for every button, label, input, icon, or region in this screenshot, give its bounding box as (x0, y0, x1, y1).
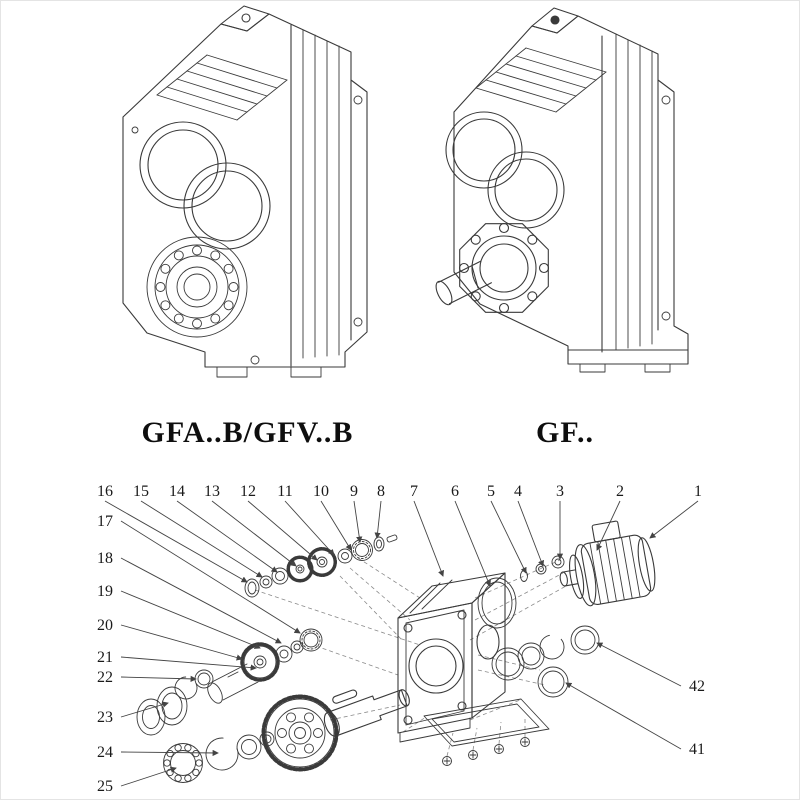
gf-side-ribs (615, 33, 671, 351)
output-bearing-parts (163, 731, 275, 783)
part-number-18: 18 (97, 550, 113, 567)
gearbox-gf-drawing (435, 7, 689, 373)
leader-lines (104, 500, 699, 787)
model-label-gfab: GFA..B/GFV..B (141, 416, 354, 449)
part-number-24: 24 (97, 744, 113, 761)
part-number-21: 21 (97, 649, 113, 666)
model-label-gf: GF.. (536, 416, 594, 449)
part-number-41: 41 (689, 741, 705, 758)
gf-output-shaft (435, 260, 492, 306)
gearbox-housing-part (397, 572, 506, 743)
part-number-23: 23 (97, 709, 113, 726)
input-shaft-assembly-parts (244, 534, 398, 598)
gfab-output-bearing (146, 236, 248, 338)
part-number-labels: 16 15 14 13 12 11 10 9 8 7 6 5 4 3 2 1 1… (97, 483, 705, 795)
gf-bores (445, 111, 565, 229)
bottom-cover-plate-part (423, 698, 550, 747)
part-number-5: 5 (487, 483, 495, 500)
part-number-20: 20 (97, 617, 113, 634)
shaft-seal-parts (136, 686, 188, 736)
bearing-ring-parts (477, 577, 600, 698)
gf-cooling-fins (475, 47, 607, 113)
gf-body-outline (453, 7, 689, 365)
gearbox-gfab-drawing (122, 5, 368, 378)
gf-base (567, 349, 689, 373)
alignment-dashed-lines (254, 557, 567, 757)
motor-part (559, 520, 656, 607)
part-number-16: 16 (97, 483, 113, 500)
part-number-14: 14 (169, 483, 185, 500)
part-number-9: 9 (350, 483, 358, 500)
part-number-6: 6 (451, 483, 459, 500)
part-number-3: 3 (556, 483, 564, 500)
part-number-15: 15 (133, 483, 149, 500)
part-number-17: 17 (97, 513, 113, 530)
exploded-parts-diagram: 16 15 14 13 12 11 10 9 8 7 6 5 4 3 2 1 1… (97, 483, 705, 795)
part-number-10: 10 (313, 483, 329, 500)
part-number-2: 2 (616, 483, 624, 500)
part-number-42: 42 (689, 678, 705, 695)
gfab-bores (139, 121, 271, 250)
part-number-25: 25 (97, 778, 113, 795)
part-number-11: 11 (277, 483, 292, 500)
part-number-1: 1 (694, 483, 702, 500)
coupling-parts (520, 555, 565, 582)
part-number-8: 8 (377, 483, 385, 500)
part-number-7: 7 (410, 483, 418, 500)
gfab-side-ribs (131, 29, 363, 365)
gfab-body-outline (122, 5, 368, 368)
part-number-19: 19 (97, 583, 113, 600)
part-number-12: 12 (240, 483, 256, 500)
output-shaft-part (323, 689, 410, 737)
gfab-cooling-fins (156, 54, 288, 121)
bolt-parts (442, 737, 530, 766)
part-number-22: 22 (97, 669, 113, 686)
output-gear-part (261, 694, 339, 772)
gfab-feet (216, 366, 322, 378)
part-number-4: 4 (514, 483, 522, 500)
part-number-13: 13 (204, 483, 220, 500)
